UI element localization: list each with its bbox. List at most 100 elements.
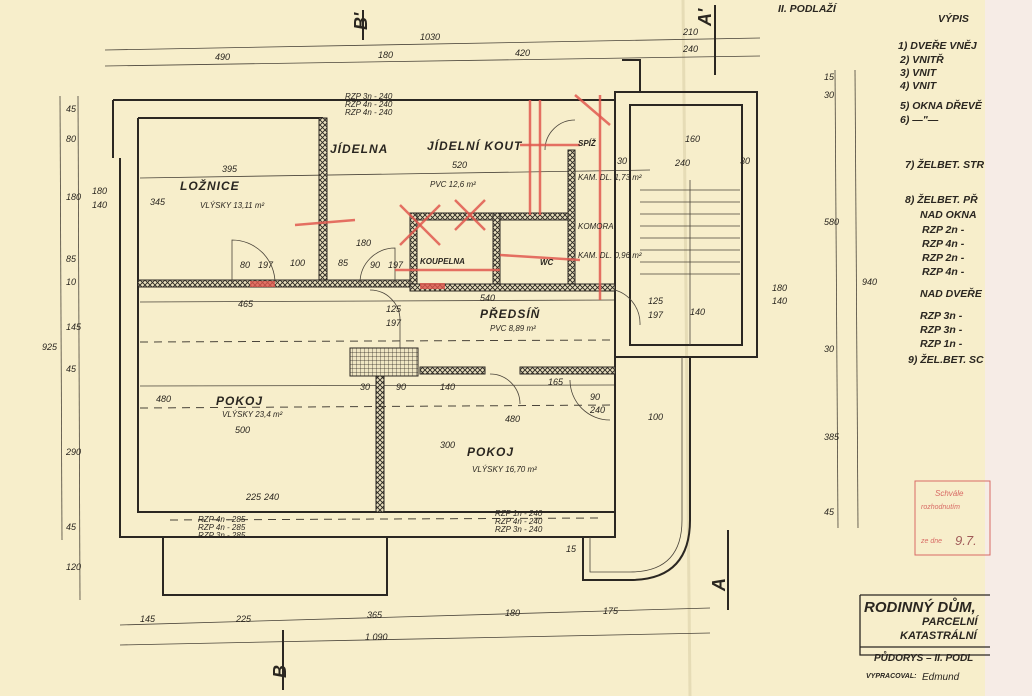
- dim-interior: 140: [440, 382, 455, 392]
- dim-interior: 197: [388, 260, 404, 270]
- dim-bottom-total: 1 090: [365, 632, 388, 642]
- title-line: RODINNÝ DŮM,: [864, 597, 976, 616]
- section-mark-a-top: A': [695, 8, 715, 27]
- room-spiz-floor: KAM. DL. 1,73 m²: [578, 173, 642, 182]
- dim-interior: 140: [92, 200, 107, 210]
- room-loznice: LOŽNICE: [180, 178, 240, 193]
- dim-interior: 225: [245, 492, 262, 502]
- legend-item: 7) ŽELBET. STR: [905, 158, 985, 171]
- dim-bottom: 145: [140, 614, 156, 624]
- beam-lines: [139, 339, 616, 521]
- dim-interior: 100: [648, 412, 663, 422]
- dim-interior: 500: [235, 425, 250, 435]
- dim-interior: 85: [338, 258, 349, 268]
- dim-interior: 140: [690, 307, 705, 317]
- floor-heading: II. PODLAŽÍ: [778, 2, 838, 15]
- title-line: PARCELNÍ: [922, 615, 979, 628]
- room-labels: LOŽNICE VLÝSKY 13,11 m² JÍDELNA JÍDELNÍ …: [180, 138, 642, 474]
- room-jidelna: JÍDELNA: [330, 141, 388, 156]
- legend-item: RZP 4n -: [922, 266, 965, 278]
- dim-interior: 520: [452, 160, 467, 170]
- dimension-lines: [59, 37, 859, 646]
- dimension-labels: 1030 490 180 420 210 240 145 225 365 180…: [42, 27, 877, 642]
- dim-interior: 395: [222, 164, 238, 174]
- legend-title: VÝPIS: [938, 12, 969, 25]
- staircase: [640, 180, 740, 345]
- dim-right: 580: [824, 217, 839, 227]
- legend-item: 9) ŽEL.BET. SC: [908, 353, 984, 366]
- dim-left: 180: [66, 192, 81, 202]
- section-mark-b-bottom: B: [270, 665, 290, 678]
- legend: VÝPIS 1) DVEŘE VNĚJ 2) VNITŘ 3) VNIT 4) …: [898, 12, 985, 366]
- dim-right-total: 940: [862, 277, 877, 287]
- dim-interior: 197: [258, 260, 274, 270]
- stamp-text: Schvále: [935, 489, 964, 498]
- dim-bottom: 180: [505, 608, 520, 618]
- drawing-sheet: [0, 0, 985, 696]
- stamp-date: 9.7.: [955, 533, 977, 548]
- dim-right: 30: [824, 90, 834, 100]
- window-note: RZP 3n - 285: [198, 531, 246, 540]
- dim-right: 45: [824, 507, 835, 517]
- dim-interior: 30: [617, 156, 627, 166]
- author-label: VYPRACOVAL:: [866, 673, 916, 680]
- dim-bottom: 225: [235, 614, 252, 624]
- dim-left: 85: [66, 254, 77, 264]
- room-wc: WC: [540, 258, 554, 267]
- legend-item: RZP 3n -: [920, 310, 963, 322]
- legend-item: 4) VNIT: [899, 80, 938, 92]
- dim-interior: 240: [263, 492, 279, 502]
- window-note: RZP 4n - 240: [345, 108, 393, 117]
- section-marks: B' A' B A: [270, 5, 729, 690]
- legend-item: RZP 4n -: [922, 238, 965, 250]
- dim-left-total: 925: [42, 342, 58, 352]
- stamp-text: rozhodnutím: [921, 504, 960, 511]
- dim-left: 45: [66, 364, 77, 374]
- dim-interior: 100: [290, 258, 305, 268]
- dim-interior: 90: [396, 382, 406, 392]
- dim-interior: 125: [648, 296, 664, 306]
- paper-fold: [681, 0, 692, 696]
- window-notes: RZP 3n - 240 RZP 4n - 240 RZP 4n - 240 R…: [198, 92, 543, 540]
- dim-left: 145: [66, 322, 82, 332]
- room-koupelna: KOUPELNA: [420, 257, 465, 266]
- window-note: RZP 4n - 240: [345, 100, 393, 109]
- window-note: RZP 4n - 285: [198, 515, 246, 524]
- dim-interior: 180: [92, 186, 107, 196]
- legend-item: 8) ŽELBET. PŘ: [905, 193, 978, 206]
- dim-interior: 480: [156, 394, 171, 404]
- signature: Edmund: [922, 672, 960, 683]
- door-swings: [231, 119, 641, 421]
- window-note: RZP 4n - 285: [198, 523, 246, 532]
- legend-item: RZP 2n -: [922, 252, 965, 264]
- room-pokoj-left: POKOJ: [216, 394, 263, 408]
- dim-top-total: 1030: [420, 32, 440, 42]
- legend-item: RZP 3n -: [920, 324, 963, 336]
- legend-item: 6) —"—: [900, 114, 939, 126]
- dim-left: 80: [66, 134, 76, 144]
- dim-left: 120: [66, 562, 81, 572]
- room-pokoj-right-floor: VLÝSKY 16,70 m²: [472, 465, 537, 474]
- dim-right: 385: [824, 432, 840, 442]
- dim-left: 45: [66, 522, 77, 532]
- stamp-text: ze dne: [920, 538, 942, 545]
- room-predsin-floor: PVC 8,89 m²: [490, 324, 536, 333]
- legend-item: NAD OKNA: [920, 209, 977, 221]
- room-predsin: PŘEDSÍŇ: [480, 306, 540, 321]
- dim-left: 290: [65, 447, 81, 457]
- dim-interior: 30: [360, 382, 370, 392]
- dim-left: 10: [66, 277, 76, 287]
- approval-stamp: Schvále rozhodnutím ze dne 9.7.: [914, 480, 991, 556]
- dim-interior: 30: [740, 156, 750, 166]
- dim-interior: 90: [590, 392, 600, 402]
- dim-interior: 180: [772, 283, 787, 293]
- dim-interior: 197: [386, 318, 402, 328]
- dim-interior: 90: [370, 260, 380, 270]
- section-mark-b-top: B': [351, 12, 371, 30]
- room-komora-floor: KAM. DL. 0,96 m²: [578, 251, 642, 260]
- legend-item: 1) DVEŘE VNĚJ: [898, 39, 978, 52]
- title-line: KATASTRÁLNÍ: [900, 629, 979, 642]
- dim-bottom: 175: [603, 606, 619, 616]
- chimney: [349, 347, 419, 377]
- dim-interior: 160: [685, 134, 700, 144]
